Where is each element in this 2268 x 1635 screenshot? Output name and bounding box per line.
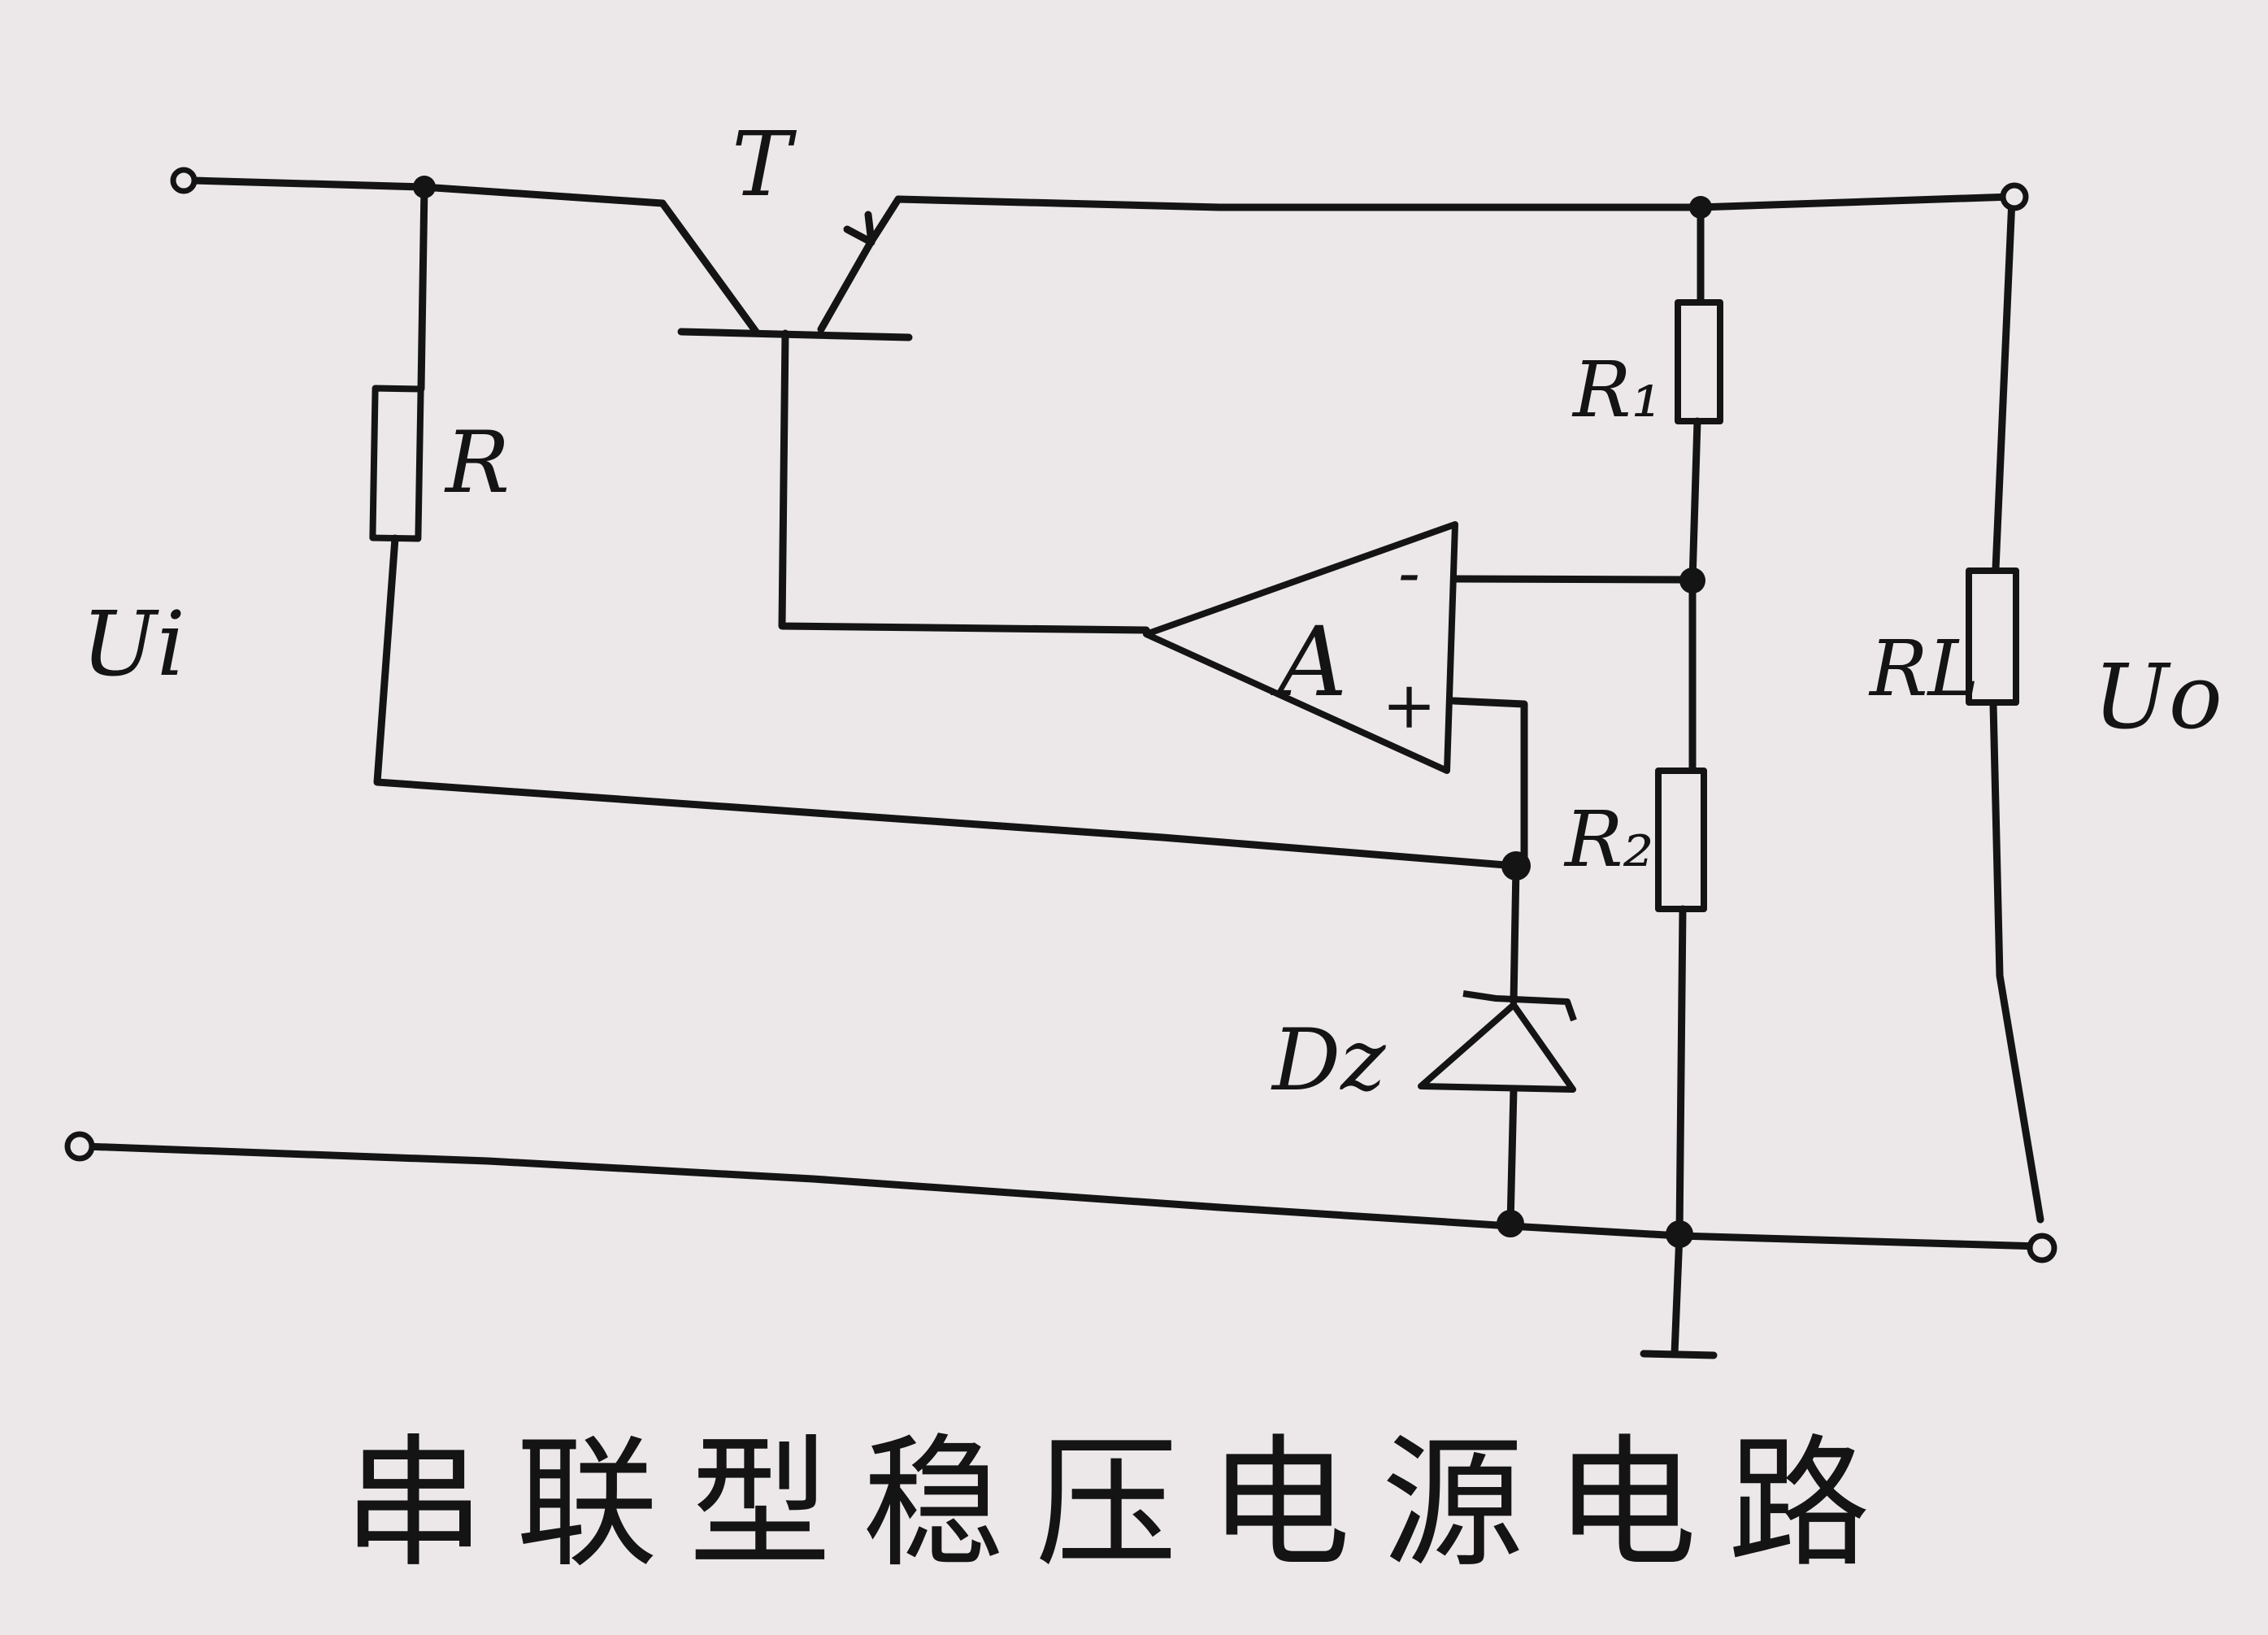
label-amplifier: A [1271, 606, 1347, 718]
junction-dots [413, 176, 1712, 1248]
zener-cathode-bar [1462, 990, 1577, 1022]
transistor-base-bar [677, 328, 913, 341]
terminals [64, 167, 2057, 1263]
node-reference [1501, 851, 1531, 881]
input-bottom-terminal [64, 1131, 95, 1162]
opamp-inverting-input-wire [1451, 575, 1691, 584]
transistor-emitter-arrow [843, 211, 875, 246]
label-zener: Dz [1271, 1011, 1386, 1110]
output-top-terminal [2000, 182, 2029, 211]
label-resistor-r1: R₁ [1571, 346, 1662, 435]
load-resistor-rl [1966, 195, 2044, 1224]
node-ground-r2 [1666, 1220, 1693, 1248]
transistor-t [677, 195, 913, 341]
ground-symbol [1640, 1350, 1718, 1359]
op-amp-a [1143, 521, 1691, 870]
node-input-r [413, 176, 436, 198]
resistor-r2-body [1655, 767, 1707, 912]
base-drive-wire [778, 329, 1150, 634]
label-resistor-r2: R₂ [1563, 795, 1654, 885]
opamp-noninverting-input-wire [1449, 697, 1528, 870]
resistor-r [369, 183, 1520, 870]
node-ground-zener [1497, 1210, 1524, 1237]
output-top-rail [894, 193, 2016, 211]
label-amp-minus: - [1398, 535, 1420, 611]
resistor-r1-body [1675, 299, 1723, 424]
zener-diode-dz [1418, 862, 1577, 1228]
label-transistor: T [732, 112, 797, 216]
bottom-ground-rail [81, 1142, 2044, 1250]
label-amp-plus: + [1382, 667, 1436, 743]
label-input-voltage: Ui [81, 592, 185, 696]
transistor-emitter-lead [817, 240, 874, 333]
input-top-terminal [170, 167, 198, 194]
node-feedback [1679, 567, 1705, 594]
label-resistor-r: R [444, 413, 510, 512]
input-top-rail [189, 176, 760, 336]
label-output-voltage: Uo [2093, 645, 2222, 749]
divider-r1-r2 [1640, 203, 1723, 1359]
output-bottom-terminal [2027, 1233, 2057, 1263]
diagram-caption: 串联型稳压电源电路 [343, 1422, 1901, 1587]
node-output-r1 [1689, 196, 1712, 219]
label-resistor-rl: RL [1868, 624, 1979, 714]
